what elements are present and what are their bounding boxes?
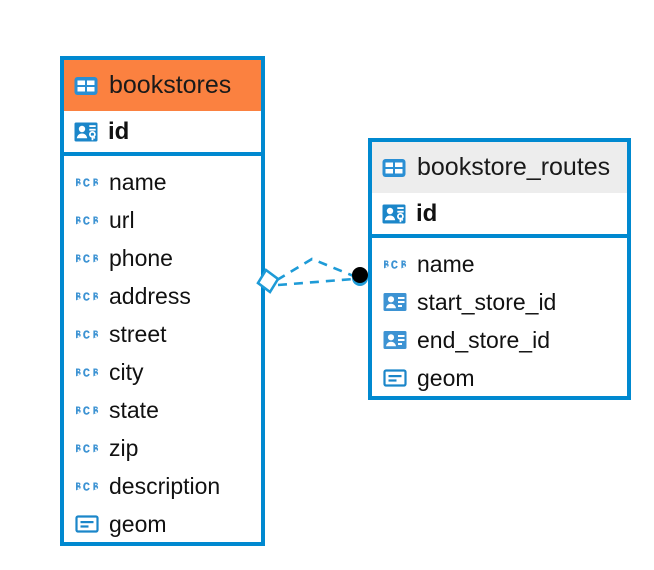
geometry-icon bbox=[382, 365, 408, 391]
field-label-end-store-id: end_store_id bbox=[417, 326, 550, 353]
field-row-geom[interactable]: geom bbox=[64, 505, 261, 543]
field-row-id[interactable]: id bbox=[372, 193, 627, 238]
abc-text-icon bbox=[74, 283, 100, 309]
field-row-id[interactable]: id bbox=[64, 111, 261, 156]
field-row-end-store-id[interactable]: end_store_id bbox=[372, 321, 627, 359]
entity-bookstore-routes-fields: name start_store_id bbox=[372, 238, 627, 397]
abc-text-icon bbox=[74, 169, 100, 195]
field-row-city[interactable]: city bbox=[64, 353, 261, 391]
field-label-name: name bbox=[417, 250, 475, 277]
abc-text-icon bbox=[74, 207, 100, 233]
primary-key-icon bbox=[73, 119, 99, 145]
field-row-name[interactable]: name bbox=[372, 245, 627, 283]
field-label-geom: geom bbox=[417, 364, 475, 391]
foreign-key-icon bbox=[382, 327, 408, 353]
field-label-zip: zip bbox=[109, 434, 139, 461]
abc-text-icon bbox=[74, 359, 100, 385]
field-row-geom[interactable]: geom bbox=[372, 359, 627, 397]
table-icon bbox=[381, 155, 407, 181]
abc-text-icon bbox=[74, 245, 100, 271]
field-label-description: description bbox=[109, 472, 221, 499]
field-label-state: state bbox=[109, 396, 159, 423]
field-label-start-store-id: start_store_id bbox=[417, 288, 557, 315]
field-label-id: id bbox=[416, 199, 438, 227]
relationship-line-arched bbox=[276, 257, 357, 282]
field-row-url[interactable]: url bbox=[64, 201, 261, 239]
field-row-address[interactable]: address bbox=[64, 277, 261, 315]
field-label-street: street bbox=[109, 320, 167, 347]
field-row-phone[interactable]: phone bbox=[64, 239, 261, 277]
entity-bookstores[interactable]: bookstores id bbox=[60, 56, 265, 546]
primary-key-icon bbox=[381, 201, 407, 227]
field-row-zip[interactable]: zip bbox=[64, 429, 261, 467]
field-row-start-store-id[interactable]: start_store_id bbox=[372, 283, 627, 321]
field-label-id: id bbox=[108, 117, 130, 145]
field-row-name[interactable]: name bbox=[64, 163, 261, 201]
abc-text-icon bbox=[74, 321, 100, 347]
geometry-icon bbox=[74, 511, 100, 537]
abc-text-icon bbox=[74, 473, 100, 499]
relationship-line-straight bbox=[277, 277, 355, 287]
field-label-geom: geom bbox=[109, 510, 167, 537]
field-row-description[interactable]: description bbox=[64, 467, 261, 505]
foreign-key-icon bbox=[382, 289, 408, 315]
relationship-connector[interactable] bbox=[250, 240, 380, 320]
field-label-name: name bbox=[109, 168, 167, 195]
abc-text-icon bbox=[74, 397, 100, 423]
relationship-target-circle-marker bbox=[352, 267, 368, 286]
entity-bookstores-fields: name url bbox=[64, 156, 261, 543]
field-label-city: city bbox=[109, 358, 144, 385]
field-row-street[interactable]: street bbox=[64, 315, 261, 353]
field-label-address: address bbox=[109, 282, 191, 309]
entity-bookstore-routes[interactable]: bookstore_routes id bbox=[368, 138, 631, 400]
entity-bookstores-title: bookstores bbox=[109, 71, 232, 99]
entity-bookstores-header[interactable]: bookstores bbox=[64, 60, 261, 111]
entity-bookstore-routes-title: bookstore_routes bbox=[417, 153, 611, 181]
abc-text-icon bbox=[382, 251, 408, 277]
field-row-state[interactable]: state bbox=[64, 391, 261, 429]
table-icon bbox=[73, 73, 99, 99]
field-label-phone: phone bbox=[109, 244, 173, 271]
field-label-url: url bbox=[109, 206, 135, 233]
abc-text-icon bbox=[74, 435, 100, 461]
entity-bookstore-routes-header[interactable]: bookstore_routes bbox=[372, 142, 627, 193]
